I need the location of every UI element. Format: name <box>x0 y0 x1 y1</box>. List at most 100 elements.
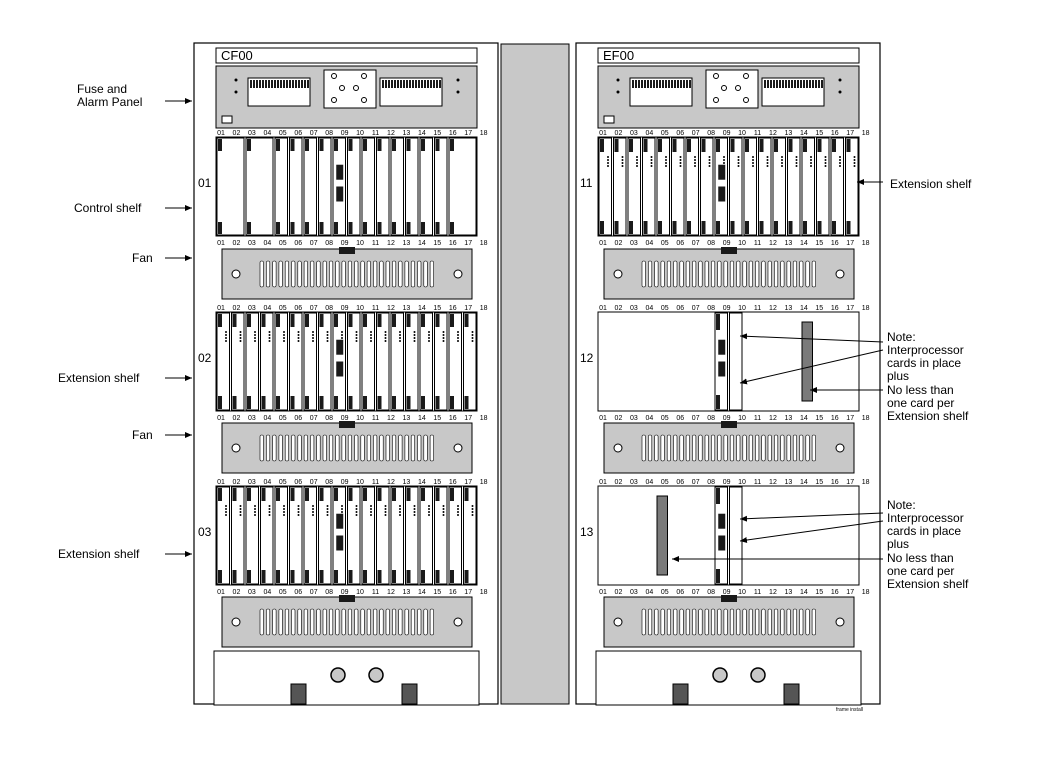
slot-row-bottom-0-1-slot-06: 06 <box>294 415 302 422</box>
slot-row-top-0-0-slot-06: 06 <box>294 130 302 137</box>
fan-vent-slot <box>780 260 785 288</box>
card-latch-top <box>218 314 222 327</box>
card-led <box>708 159 711 161</box>
card-led <box>766 159 769 161</box>
fan-vent-slot <box>710 608 716 636</box>
card-latch-bottom <box>363 570 367 583</box>
card-led <box>752 165 754 167</box>
card-latch-bottom <box>614 221 619 234</box>
slot-row-bottom-1-1-slot-08: 08 <box>707 415 715 422</box>
slot-row-bottom-0-0-slot-18: 18 <box>480 240 488 247</box>
card-latch-bottom <box>377 222 382 234</box>
card-led <box>413 508 416 510</box>
card-latch-top <box>319 314 324 327</box>
slot-row-bottom-1-2-slot-09: 09 <box>723 589 731 596</box>
card-led <box>355 511 358 513</box>
slot-row-bottom-1-1-slot-14: 14 <box>800 415 808 422</box>
fan-vent-slot <box>755 434 760 462</box>
card-led <box>312 337 314 339</box>
slot-row-top-1-0-slot-10: 10 <box>738 130 746 137</box>
fan-vent-slot <box>647 434 653 462</box>
card-led <box>471 508 474 510</box>
card-latch-bottom <box>672 221 677 234</box>
card-7 <box>685 137 699 236</box>
slot-row-bottom-0-1-slot-14: 14 <box>418 415 426 422</box>
card-led <box>413 340 416 342</box>
control-card-4 <box>303 137 317 236</box>
card-led <box>312 508 314 510</box>
slot-row-top-0-2-slot-01: 01 <box>217 479 225 486</box>
slot-row-bottom-0-2-slot-16: 16 <box>449 589 457 596</box>
card-led <box>679 159 682 161</box>
fan-vent-slot <box>328 434 334 462</box>
slot-row-top-1-0-slot-07: 07 <box>692 130 700 137</box>
card-10 <box>347 312 361 411</box>
card-led <box>268 508 271 510</box>
slot-row-top-0-1-slot-01: 01 <box>217 305 225 312</box>
card-latch-bottom <box>716 221 720 234</box>
slot-row-bottom-1-0-slot-06: 06 <box>676 240 684 247</box>
card-14 <box>405 486 419 585</box>
card-led <box>428 505 430 507</box>
control-card-2 <box>274 137 288 236</box>
card-led <box>384 337 387 339</box>
fan-vent-slot <box>742 434 747 462</box>
card-led <box>824 162 827 164</box>
fan-vent-slot <box>811 260 816 288</box>
fan-vent-slot <box>666 434 672 462</box>
fan-vent-slot <box>786 260 791 288</box>
card-latch-bottom <box>305 570 309 583</box>
fan-vent-slot <box>366 260 371 288</box>
card-led <box>853 156 856 158</box>
slot-row-bottom-1-1-slot-15: 15 <box>815 415 823 422</box>
fan-vent-slot <box>379 434 384 462</box>
fan-vent-slot <box>717 608 722 636</box>
fan-vent-slot <box>799 434 804 462</box>
card-led <box>839 162 841 164</box>
slot-row-bottom-0-1-slot-01: 01 <box>217 415 225 422</box>
fan-vent-slot <box>354 608 359 636</box>
card-latch-bottom <box>687 221 691 234</box>
card-latch-top <box>745 139 749 152</box>
fan-vent-slot <box>423 260 428 288</box>
slot-row-bottom-0-1-slot-04: 04 <box>263 415 271 422</box>
slot-row-top-1-1-slot-14: 14 <box>800 305 808 312</box>
card-led <box>457 340 459 342</box>
fan-vent-slot <box>322 260 327 288</box>
slot-row-bottom-1-1-slot-10: 10 <box>738 415 746 422</box>
card-led <box>853 162 856 164</box>
fan-vent-slot <box>360 434 365 462</box>
fuse <box>641 80 643 88</box>
card-latch-bottom <box>421 570 425 583</box>
card-led <box>254 511 256 513</box>
card-6 <box>289 486 303 585</box>
slot-row-top-1-1-slot-08: 08 <box>707 305 715 312</box>
card-4 <box>642 137 656 236</box>
fuse <box>680 80 682 88</box>
card-latch-top <box>261 314 266 327</box>
card-led <box>621 162 624 164</box>
card-led <box>326 337 329 339</box>
card-latch-top <box>643 139 648 152</box>
terminal-screw <box>361 73 367 79</box>
slot-row-bottom-0-2-slot-13: 13 <box>403 589 411 596</box>
card-latch-top <box>658 139 662 152</box>
fuse <box>427 80 429 88</box>
fan-vent-slot <box>335 260 340 288</box>
slot-row-bottom-1-0-slot-16: 16 <box>831 240 839 247</box>
slot-row-bottom-1-2-slot-17: 17 <box>846 589 854 596</box>
card-led <box>326 508 329 510</box>
fan-tray-1-1 <box>603 422 855 474</box>
slot-row-bottom-1-1-slot-16: 16 <box>831 415 839 422</box>
slot-row-top-0-2-slot-06: 06 <box>294 479 302 486</box>
card-led <box>225 508 227 510</box>
slot-row-top-0-2-slot-12: 12 <box>387 479 395 486</box>
fuse <box>307 80 309 88</box>
card-latch-top <box>247 314 251 327</box>
card-led <box>312 505 314 507</box>
fan-vent-slot <box>278 608 283 636</box>
fan-vent-slot <box>278 434 283 462</box>
card-led <box>239 511 242 513</box>
panel-dot <box>234 78 238 82</box>
card-latch-bottom <box>290 570 295 583</box>
